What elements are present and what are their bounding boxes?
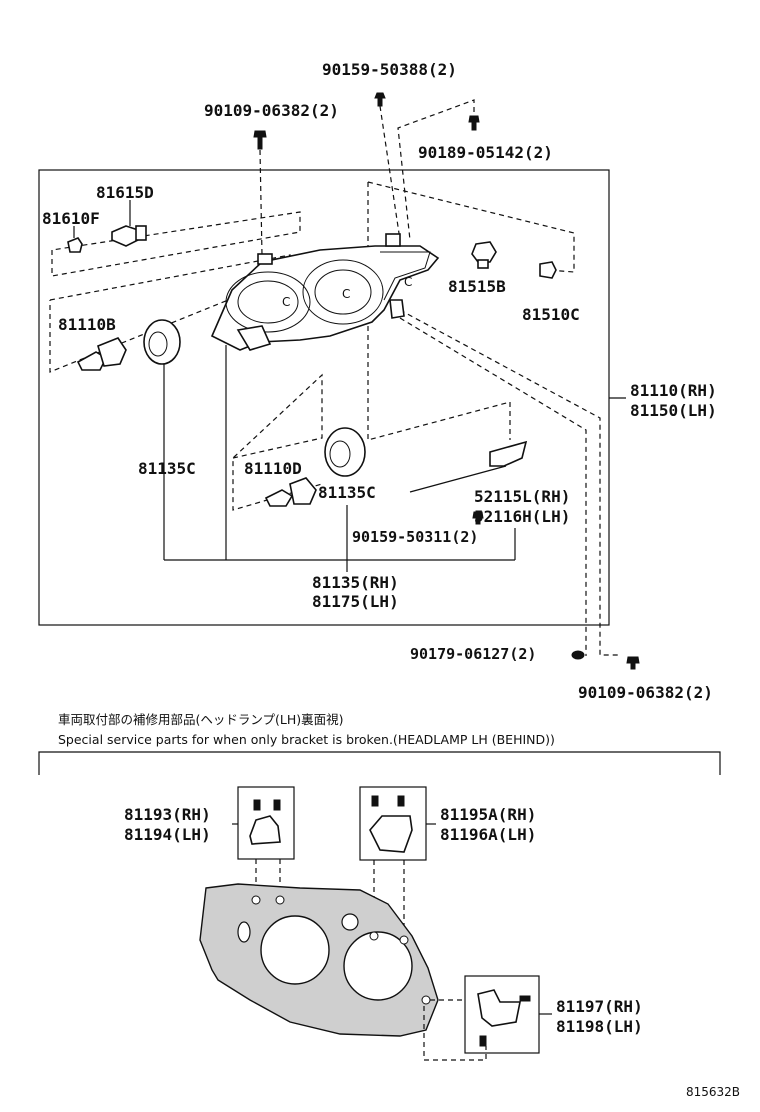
- label-81610F: 81610F: [42, 209, 100, 228]
- cap-81135C-mid[interactable]: [324, 427, 366, 560]
- diagram-reference-code: 815632B: [686, 1085, 740, 1099]
- screw-90159-50388[interactable]: [374, 92, 386, 107]
- label-81175-lh: 81175(LH): [312, 592, 399, 611]
- bulb-81510C[interactable]: [539, 261, 557, 279]
- label-81135C-left: 81135C: [138, 459, 196, 478]
- bulb-81610F[interactable]: [67, 226, 83, 253]
- service-section-bracket: [38, 751, 721, 775]
- bracket-81195A-81196A[interactable]: [369, 795, 413, 853]
- screw-90109-06382-bottom[interactable]: [626, 656, 640, 670]
- label-90179-06127: 90179-06127(2): [410, 645, 536, 663]
- label-81615D: 81615D: [96, 183, 154, 202]
- label-81110B: 81110B: [58, 315, 116, 334]
- label-81150-lh: 81150(LH): [630, 401, 717, 420]
- svg-text:C: C: [342, 287, 350, 301]
- label-81194-lh: 81194(LH): [124, 825, 211, 844]
- bracket-81197-81198[interactable]: [477, 989, 531, 1047]
- nut-90179-06127[interactable]: [571, 650, 585, 660]
- cap-81135C-left[interactable]: [143, 319, 181, 560]
- svg-text:C: C: [282, 295, 290, 309]
- headlamp-back-view[interactable]: [199, 883, 439, 1037]
- screw-90159-50311[interactable]: [472, 511, 484, 525]
- screw-90109-06382-top[interactable]: [253, 130, 267, 150]
- label-81195A-rh: 81195A(RH): [440, 805, 536, 824]
- bulb-81110D[interactable]: [264, 477, 317, 507]
- note-english: Special service parts for when only brac…: [58, 732, 555, 747]
- bulb-81615D[interactable]: [111, 200, 147, 247]
- label-90159-50311: 90159-50311(2): [352, 528, 478, 546]
- label-81515B: 81515B: [448, 277, 506, 296]
- label-81196A-lh: 81196A(LH): [440, 825, 536, 844]
- bulb-81110B[interactable]: [76, 337, 127, 371]
- label-81197-rh: 81197(RH): [556, 997, 643, 1016]
- label-81198-lh: 81198(LH): [556, 1017, 643, 1036]
- label-52115L-rh: 52115L(RH): [474, 487, 570, 506]
- label-90109-06382-bottom: 90109-06382(2): [578, 683, 713, 702]
- socket-81515B[interactable]: [471, 241, 497, 269]
- headlamp-housing[interactable]: C C C: [210, 233, 440, 351]
- label-52116H-lh: 52116H(LH): [474, 507, 570, 526]
- label-81135C-mid: 81135C: [318, 483, 376, 502]
- label-81193-rh: 81193(RH): [124, 805, 211, 824]
- note-japanese: 車両取付部の補修用部品(ヘッドランプ(LH)裏面視): [58, 712, 344, 727]
- label-90109-06382-top: 90109-06382(2): [204, 101, 339, 120]
- svg-text:C: C: [404, 275, 412, 289]
- label-81110D: 81110D: [244, 459, 302, 478]
- bracket-52115L-52116H[interactable]: [409, 440, 528, 493]
- bracket-81193-81194[interactable]: [249, 799, 281, 845]
- label-81135-rh: 81135(RH): [312, 573, 399, 592]
- label-81110-rh: 81110(RH): [630, 381, 717, 400]
- label-90159-50388: 90159-50388(2): [322, 60, 457, 79]
- label-81510C: 81510C: [522, 305, 580, 324]
- label-90189-05142: 90189-05142(2): [418, 143, 553, 162]
- box-81193-81194: [237, 786, 295, 860]
